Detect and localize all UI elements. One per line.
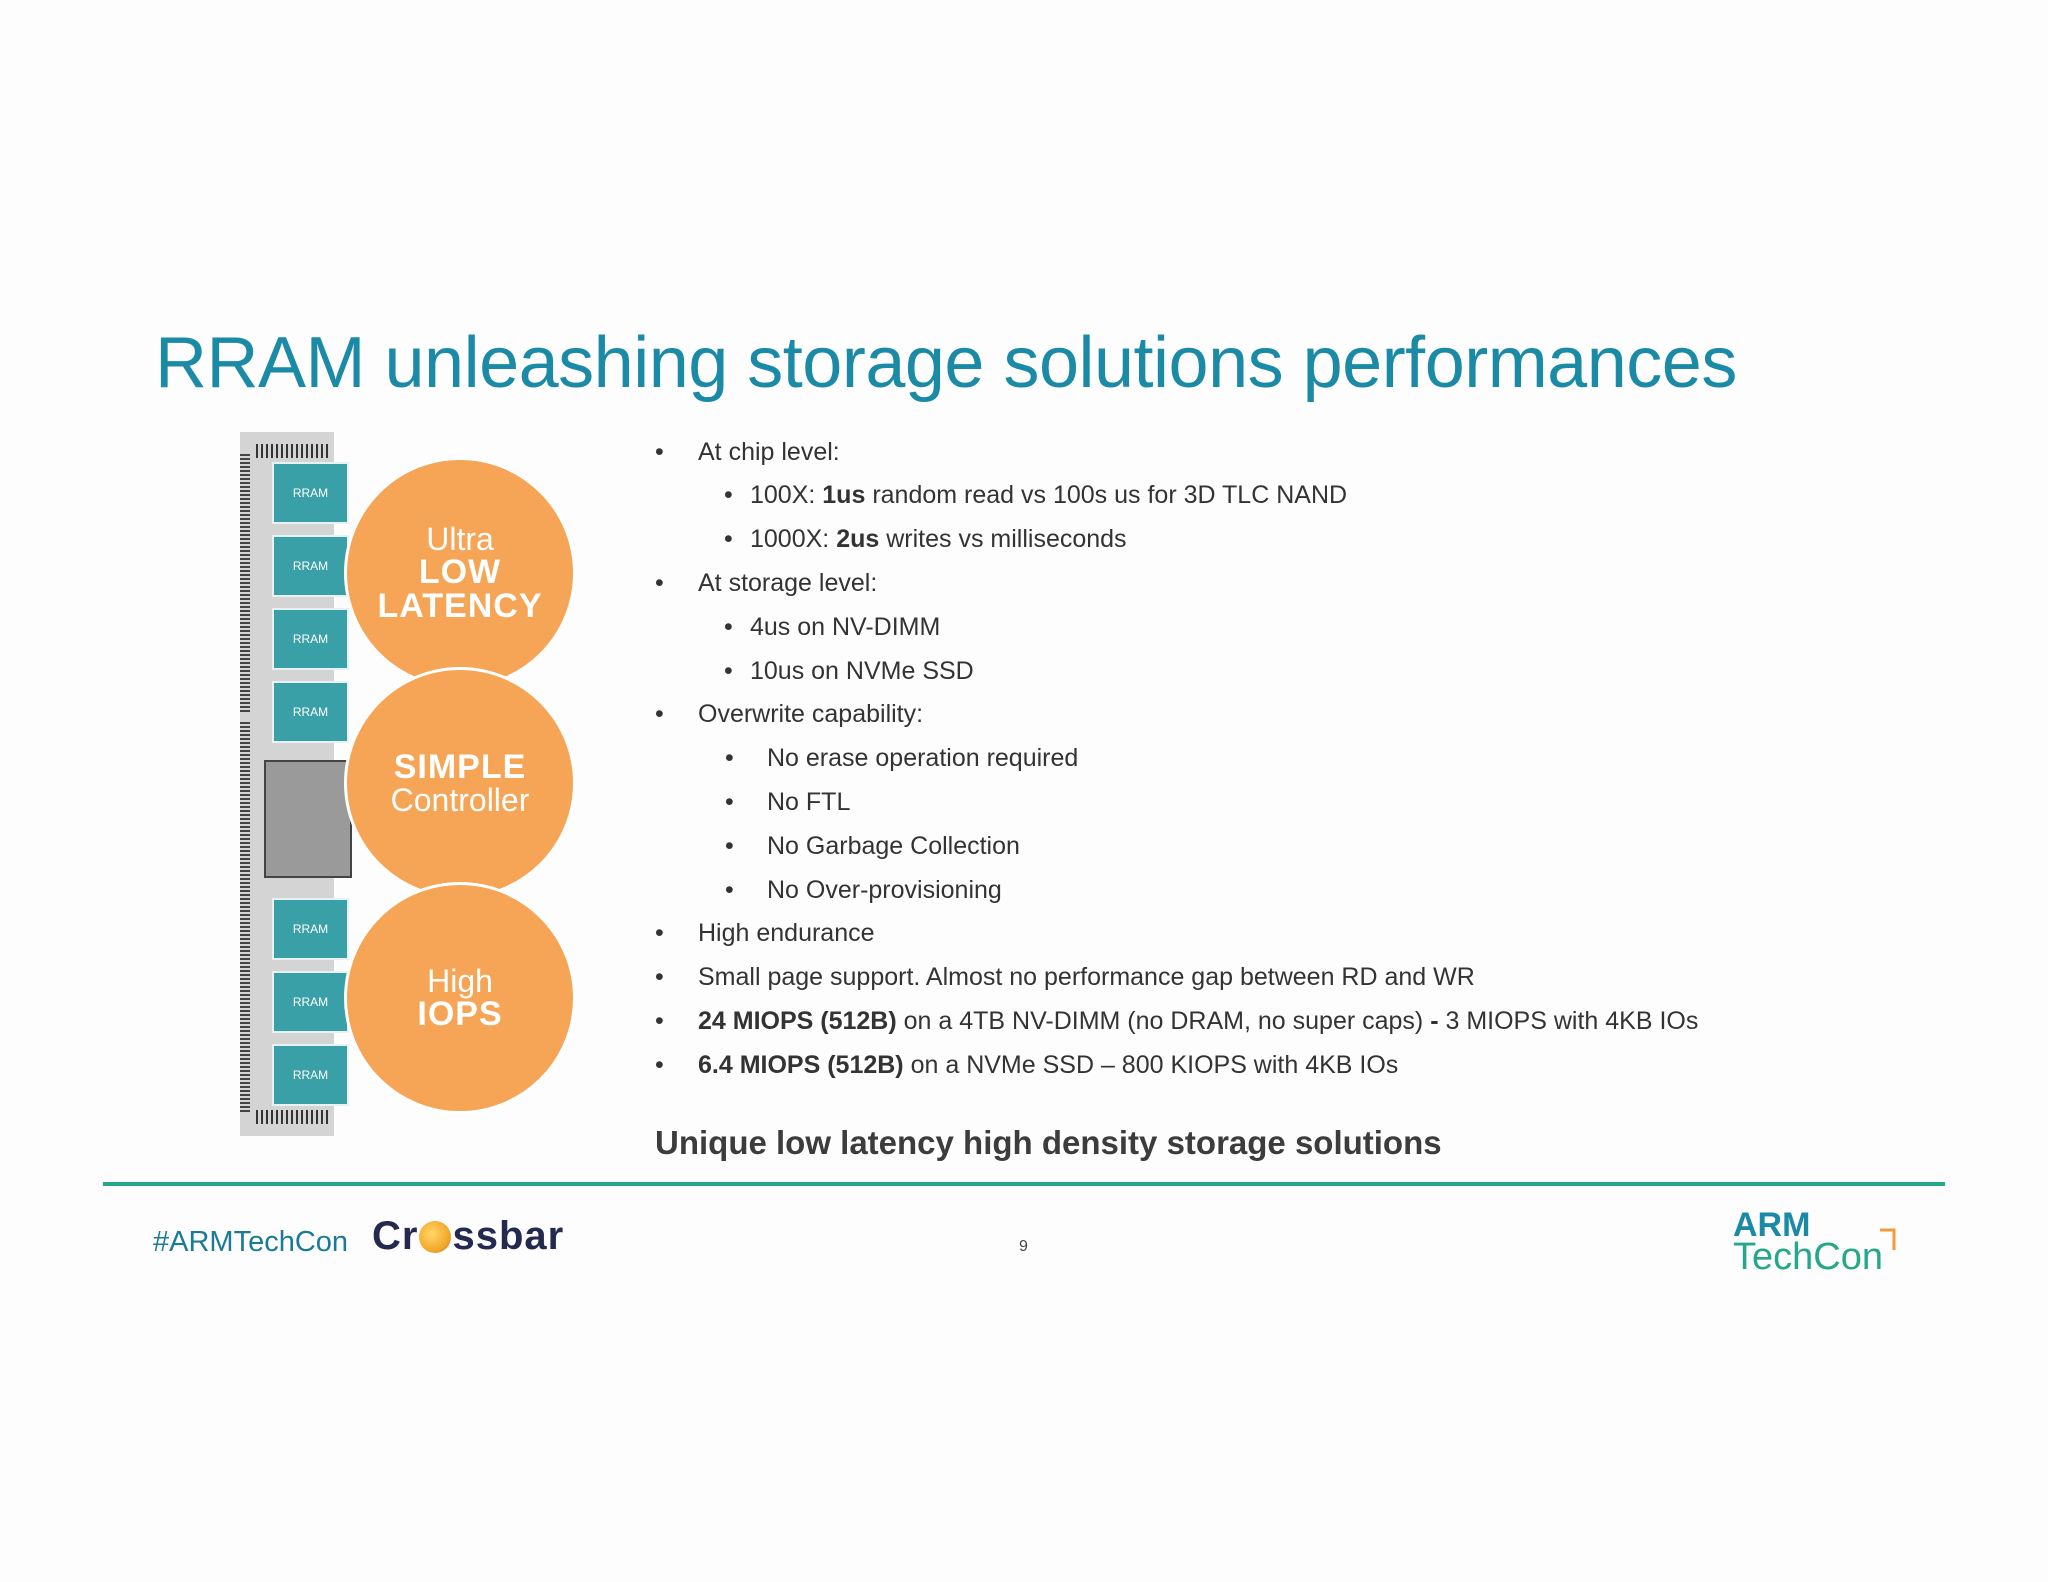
bullet-chip-read: 100X: 1us random read vs 100s us for 3D …: [750, 481, 1348, 509]
crossbar-logo-left: Cr: [372, 1214, 419, 1258]
dimm-top-connector: [256, 444, 328, 458]
circle-latency-line1: Ultra: [426, 521, 494, 557]
bullet-ssd-miops: 6.4 MIOPS (512B) on a NVMe SSD – 800 KIO…: [698, 1051, 1399, 1079]
circle-controller-line2: Controller: [390, 782, 530, 818]
arm-logo-text: ARM: [1733, 1206, 1811, 1244]
circle-iops-line2: IOPS: [417, 995, 503, 1033]
controller-chip: [264, 760, 352, 878]
bullet-chip-level: At chip level:: [698, 438, 840, 466]
rram-chip: RRAM: [272, 462, 349, 524]
crossbar-globe-icon: [419, 1220, 452, 1253]
footer-divider: [103, 1182, 1945, 1186]
bullet-no-ftl: No FTL: [767, 788, 851, 816]
circle-latency-line2: LOW: [418, 553, 502, 591]
rram-chip: RRAM: [272, 681, 349, 743]
bullet-chip-write: 1000X: 2us writes vs milliseconds: [750, 525, 1127, 553]
dimm-pin-notch: [240, 714, 250, 720]
dimm-pin-strip: [240, 454, 250, 1114]
bullet-storage-level: At storage level:: [698, 569, 878, 597]
rram-chip: RRAM: [272, 608, 349, 670]
simple-controller-circle: SIMPLE Controller: [344, 667, 576, 899]
rram-chip: RRAM: [272, 971, 349, 1033]
high-iops-circle: High IOPS: [344, 882, 576, 1114]
bullet-no-overprovisioning: No Over-provisioning: [767, 876, 1002, 904]
circle-controller-line1: SIMPLE: [393, 748, 527, 786]
summary-heading: Unique low latency high density storage …: [655, 1124, 1442, 1161]
bullet-small-page: Small page support. Almost no performanc…: [698, 963, 1475, 991]
circle-latency-line3: LATENCY: [377, 587, 543, 625]
dimm-bottom-connector: [256, 1110, 328, 1124]
techcon-corner-icon: [1880, 1228, 1896, 1250]
bullet-no-gc: No Garbage Collection: [767, 832, 1020, 860]
circle-iops-line1: High: [427, 963, 493, 999]
rram-dimm-figure: RRAM RRAM RRAM RRAM RRAM RRAM RRAM Ultra…: [160, 432, 600, 1136]
hashtag-label: #ARMTechCon: [153, 1226, 349, 1258]
bullet-nvdimm-miops: 24 MIOPS (512B) on a 4TB NV-DIMM (no DRA…: [698, 1007, 1699, 1035]
bullet-nvme: 10us on NVMe SSD: [750, 657, 974, 685]
slide-title: RRAM unleashing storage solutions perfor…: [155, 323, 1737, 403]
rram-chip: RRAM: [272, 1044, 349, 1106]
low-latency-circle: Ultra LOW LATENCY: [344, 457, 576, 689]
dimm-module: RRAM RRAM RRAM RRAM RRAM RRAM RRAM: [240, 432, 352, 1136]
bullet-overwrite: Overwrite capability:: [698, 700, 924, 728]
bullet-nvdimm: 4us on NV-DIMM: [750, 613, 941, 641]
techcon-logo-text: TechCon: [1733, 1236, 1883, 1278]
bullet-no-erase: No erase operation required: [767, 744, 1079, 772]
bullet-endurance: High endurance: [698, 919, 875, 947]
crossbar-logo-right: ssbar: [452, 1214, 565, 1258]
rram-chip: RRAM: [272, 535, 349, 597]
page-number: 9: [1019, 1238, 1028, 1255]
rram-chip: RRAM: [272, 898, 349, 960]
